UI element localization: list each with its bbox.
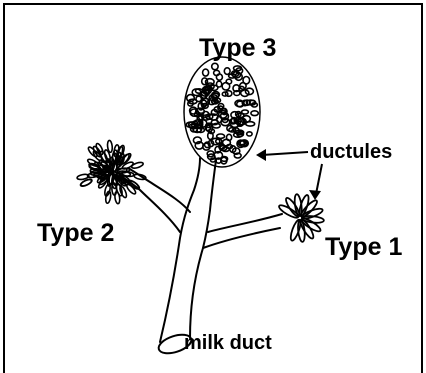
label-milk-duct: milk duct [184,333,272,353]
type3-alveolus [217,134,225,138]
type1-lobule [278,194,325,242]
ductules-arrow-left [262,152,308,155]
type3-alveolus [196,96,201,101]
milk-duct-trunk [160,158,200,342]
type3-alveolus [222,83,230,90]
label-ductules: ductules [310,142,392,162]
type2-alveolus [107,140,113,152]
type2-alveolus [134,173,147,180]
type2-alveolus [105,191,111,204]
type3-alveolus [226,91,232,97]
milk-duct-trunk-right [190,160,216,338]
type3-alveolus [224,68,230,75]
label-type3: Type 3 [199,36,276,61]
label-type2: Type 2 [37,221,114,246]
ductules-arrowhead-down [309,190,321,200]
label-type1: Type 1 [325,235,402,260]
type3-lobule [184,57,260,167]
ductules-arrowhead-left [256,149,266,161]
type3-alveolus [202,78,208,85]
ductules-arrow-down [316,164,322,194]
type3-alveolus [246,122,255,126]
type3-alveolus [203,69,209,76]
type3-alveolus [212,123,220,128]
type3-alveolus [220,145,225,149]
type3-alveolus [247,132,252,136]
type3-alveolus [212,63,218,69]
type3-alveolus [251,111,258,116]
